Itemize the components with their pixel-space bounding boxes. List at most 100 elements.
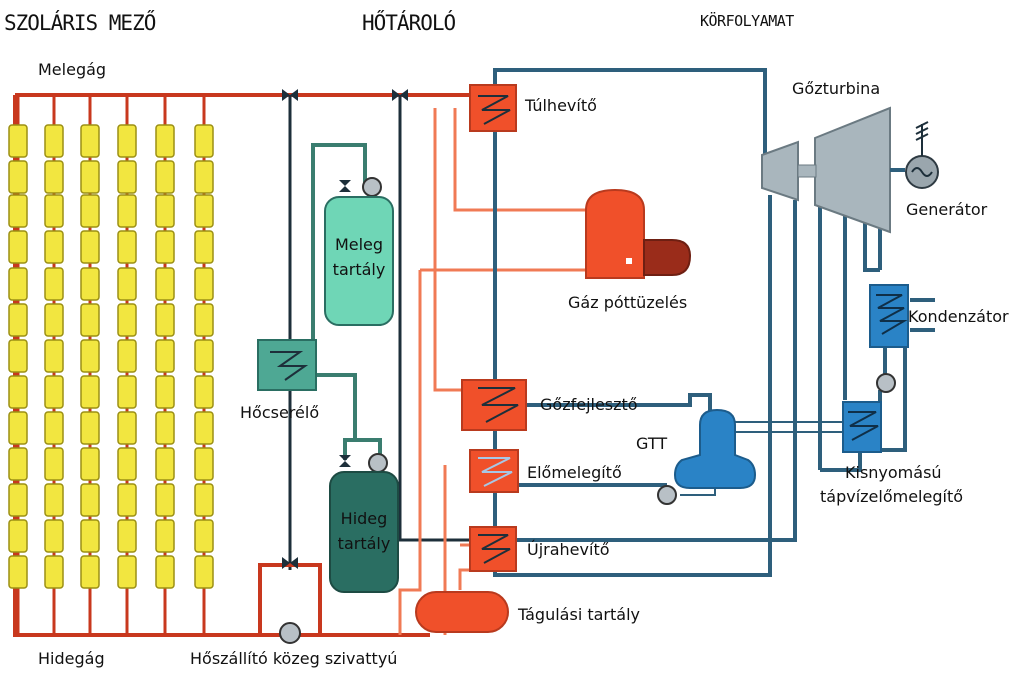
solar-collector <box>80 194 100 228</box>
solar-collector <box>117 230 137 264</box>
solar-collector <box>44 230 64 264</box>
solar-collector <box>155 555 175 589</box>
hot-tank-label-2: tartály <box>333 260 386 279</box>
hot-branch-label: Melegág <box>38 60 106 79</box>
solar-collector <box>44 375 64 409</box>
solar-collector <box>44 339 64 373</box>
solar-collector <box>80 267 100 301</box>
hot-tank-pump-icon <box>362 177 382 197</box>
steam-generator-label: Gőzfejlesztő <box>540 395 638 414</box>
condenser-label: Kondenzátor <box>908 307 1009 326</box>
solar-collector <box>117 267 137 301</box>
solar-collector <box>117 124 137 158</box>
cold-tank <box>329 471 399 593</box>
superheater-label: Túlhevítő <box>524 96 597 115</box>
solar-collector <box>117 303 137 337</box>
generator-label: Generátor <box>906 200 988 219</box>
lp-preheater-label-1: Kisnyomású <box>845 463 942 482</box>
solar-collector <box>155 267 175 301</box>
storage-heat-exchanger <box>257 339 317 391</box>
solar-collector <box>80 447 100 481</box>
solar-collector <box>117 447 137 481</box>
reheater-label: Újrahevítő <box>527 540 610 559</box>
solar-collector <box>117 375 137 409</box>
expansion-tank-label: Tágulási tartály <box>517 605 640 624</box>
gas-burner <box>585 188 692 279</box>
solar-collector <box>44 411 64 445</box>
valve-2 <box>392 89 408 101</box>
solar-collector <box>155 230 175 264</box>
reheater <box>469 526 517 572</box>
solar-collector <box>8 483 28 517</box>
solar-collector <box>155 519 175 553</box>
storage-lines <box>288 95 470 570</box>
solar-collector <box>194 411 214 445</box>
gtt-label: GTT <box>636 434 667 453</box>
solar-collector <box>155 447 175 481</box>
solar-collector <box>8 124 28 158</box>
gas-burner-label: Gáz póttüzelés <box>568 293 687 312</box>
solar-collector <box>44 194 64 228</box>
solar-collector <box>117 194 137 228</box>
solar-collector <box>80 519 100 553</box>
pump-loop <box>258 563 322 635</box>
cold-branch-label: Hidegág <box>38 649 105 668</box>
steam-turbine-label: Gőzturbina <box>792 79 880 98</box>
solar-collector <box>80 339 100 373</box>
solar-collector <box>194 230 214 264</box>
solar-collector <box>8 519 28 553</box>
solar-collector <box>8 267 28 301</box>
solar-collector <box>117 411 137 445</box>
solar-collector <box>8 375 28 409</box>
solar-collector <box>8 160 28 194</box>
cold-tank-label-2: tartály <box>338 534 391 553</box>
valve-3 <box>282 557 298 569</box>
solar-collector <box>8 339 28 373</box>
solar-collector <box>44 555 64 589</box>
valve-1 <box>282 89 298 101</box>
solar-collector <box>80 160 100 194</box>
solar-collector <box>194 160 214 194</box>
solar-collector <box>194 555 214 589</box>
solar-collector <box>194 339 214 373</box>
solar-collector <box>44 483 64 517</box>
solar-collector <box>80 375 100 409</box>
condensate-pump-icon <box>876 373 896 393</box>
solar-collector <box>155 303 175 337</box>
lp-preheater <box>842 401 882 453</box>
solar-collector <box>155 411 175 445</box>
heat-exchanger-label: Hőcserélő <box>240 403 319 422</box>
htf-pump-icon <box>279 622 301 644</box>
solar-collector <box>8 303 28 337</box>
feed-pump-icon <box>657 485 677 505</box>
solar-collector <box>194 194 214 228</box>
solar-collector <box>80 483 100 517</box>
cold-tank-pump-icon <box>368 453 388 473</box>
solar-collector <box>194 124 214 158</box>
solar-collector <box>117 519 137 553</box>
solar-collector <box>155 160 175 194</box>
preheater <box>469 449 519 493</box>
solar-collector <box>44 447 64 481</box>
solar-collector <box>8 194 28 228</box>
solar-collector <box>8 411 28 445</box>
solar-collector <box>80 411 100 445</box>
solar-collector <box>117 555 137 589</box>
cold-tank-label-1: Hideg <box>341 509 388 528</box>
solar-collector <box>117 160 137 194</box>
solar-collector <box>8 555 28 589</box>
solar-collector <box>80 555 100 589</box>
lp-preheater-label-2: tápvízelőmelegítő <box>820 487 963 506</box>
solar-collector <box>80 303 100 337</box>
condenser <box>869 284 909 348</box>
solar-collector <box>44 160 64 194</box>
solar-collector <box>194 519 214 553</box>
feedwater-tank-gtt <box>673 408 757 489</box>
valve-4 <box>339 180 351 192</box>
expansion-tank <box>415 591 509 633</box>
cycle-piping <box>493 68 935 577</box>
solar-collector <box>44 303 64 337</box>
solar-collector <box>8 230 28 264</box>
